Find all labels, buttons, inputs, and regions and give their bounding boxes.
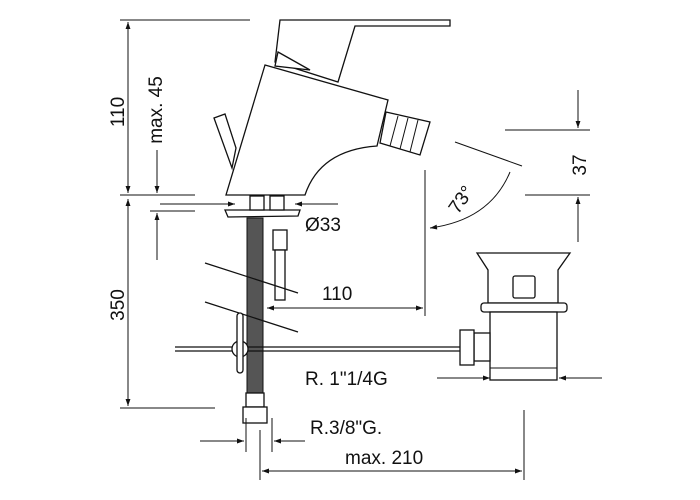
dimension-supply-thread: R.3/8"G. xyxy=(200,418,382,452)
dimension-nozzle-height: 37 xyxy=(505,90,591,242)
hose-length-label: 350 xyxy=(108,289,129,321)
waste-thread-label: R. 1"1/4G xyxy=(305,369,388,390)
dimension-max-projection: max. 210 xyxy=(259,410,525,480)
base-plate xyxy=(224,209,301,218)
total-height-label: 110 xyxy=(108,97,129,127)
dimension-spout-reach: 110 xyxy=(267,170,426,316)
max-projection-label: max. 210 xyxy=(345,448,423,469)
dimension-total-height: 110 xyxy=(108,19,250,196)
dimension-hose-length: 350 xyxy=(108,199,215,409)
spray-angle-label: 73° xyxy=(445,182,479,218)
dimension-base-diameter: Ø33 xyxy=(160,201,341,236)
spray-nozzle xyxy=(379,111,431,156)
max-deck-label: max. 45 xyxy=(146,76,167,144)
waste-drain: R. 1"1/4G xyxy=(175,252,602,390)
dimension-max-deck: max. 45 xyxy=(146,76,195,260)
pop-up-lever xyxy=(213,113,237,171)
mixer-body xyxy=(213,19,451,218)
spout-reach-label: 110 xyxy=(322,284,352,305)
dimension-spray-angle: 73° xyxy=(429,141,523,230)
base-diameter-label: Ø33 xyxy=(305,215,341,236)
supply-thread-label: R.3/8"G. xyxy=(310,418,382,439)
supply-hoses xyxy=(204,217,299,424)
nozzle-height-label: 37 xyxy=(570,154,591,175)
